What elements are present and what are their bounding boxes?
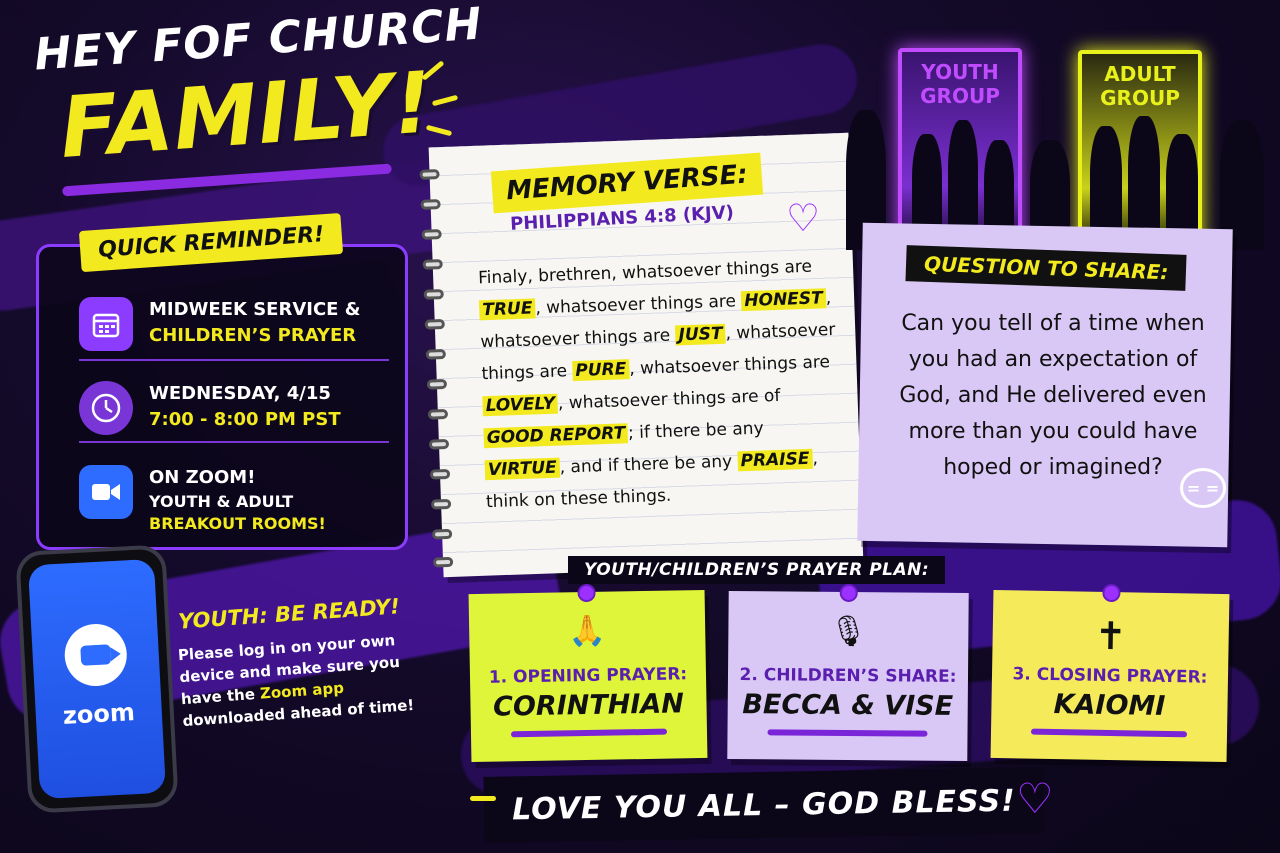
prayer-name: KAIOMI — [1053, 689, 1166, 722]
reminder-line: YOUTH & ADULT — [149, 492, 294, 511]
microphone-icon: 🎙 — [829, 613, 868, 650]
reminder-line: CHILDREN’S PRAYER — [149, 325, 357, 346]
name-underline — [510, 728, 668, 738]
clock-icon — [79, 381, 133, 435]
verse-segment: Finaly, brethren, whatsoever things are — [477, 256, 813, 289]
verse-segment: , whatsoever things are — [535, 291, 742, 319]
prayer-card-share: 🎙 2. CHILDREN’S SHARE: BECCA & VISE — [727, 583, 969, 762]
zoom-app-highlight: Zoom app — [259, 678, 345, 703]
spark-mark — [470, 796, 496, 801]
verse-highlight: JUST — [675, 323, 726, 346]
reminder-line: WEDNESDAY, 4/15 — [149, 383, 331, 404]
prayer-role: 2. CHILDREN’S SHARE: — [739, 665, 957, 687]
reminder-line: BREAKOUT ROOMS! — [149, 514, 326, 533]
youth-notice-body: Please log in on your own device and mak… — [177, 631, 415, 731]
verse-segment: , whatsoever things are — [628, 352, 831, 380]
verse-highlight: TRUE — [478, 298, 536, 321]
verse-segment: , and if there be any — [559, 451, 738, 478]
footer-text: LOVE YOU ALL – GOD BLESS! — [511, 783, 1017, 827]
prayer-card-opening: 🙏 1. OPENING PRAYER: CORINTHIAN — [468, 583, 708, 763]
praying-hands-icon: 🙏 — [568, 613, 607, 650]
prayer-name: CORINTHIAN — [492, 688, 685, 723]
phone-screen: zoom — [27, 558, 167, 800]
heart-icon: ♡ — [1016, 774, 1054, 823]
calendar-icon — [79, 297, 133, 351]
name-underline — [767, 729, 928, 737]
phone-mockup: zoom — [15, 544, 179, 814]
prayer-card-closing: ✝ 3. CLOSING PRAYER: KAIOMI — [990, 583, 1230, 763]
footer-banner: LOVE YOU ALL – GOD BLESS! — [483, 767, 1045, 843]
zoom-logo-icon — [63, 622, 129, 688]
speech-bubble-icon: = = — [1180, 468, 1226, 508]
prayer-plan-title: YOUTH/CHILDREN’S PRAYER PLAN: — [568, 556, 946, 584]
verse-highlight: PRAISE — [737, 448, 813, 472]
push-pin-icon — [1102, 583, 1121, 603]
zoom-camera-icon — [79, 465, 133, 519]
verse-highlight: VIRTUE — [484, 457, 561, 481]
reminder-line: MIDWEEK SERVICE & — [149, 299, 361, 320]
push-pin-icon — [839, 583, 858, 603]
prayer-role: 3. CLOSING PRAYER: — [1012, 664, 1208, 688]
verse-highlight: LOVELY — [482, 393, 559, 417]
verse-segment: , whatsoever things are of — [557, 385, 781, 414]
divider — [79, 441, 389, 443]
reminder-card: MIDWEEK SERVICE & CHILDREN’S PRAYER WEDN… — [36, 244, 408, 550]
verse-segment: ; if there be any — [627, 418, 764, 444]
cross-icon: ✝ — [1094, 613, 1128, 659]
reminder-line: ON ZOOM! — [149, 467, 256, 488]
prayer-role: 1. OPENING PRAYER: — [488, 664, 688, 688]
push-pin-icon — [577, 583, 596, 603]
spark-mark — [431, 94, 459, 107]
verse-highlight: GOOD REPORT — [483, 423, 629, 449]
zoom-app-name: zoom — [62, 698, 136, 730]
question-text: Can you tell of a time when you had an e… — [899, 311, 1207, 480]
verse-text: Finaly, brethren, whatsoever things are … — [478, 250, 847, 518]
name-underline — [1030, 728, 1188, 738]
divider — [79, 359, 389, 361]
verse-highlight: PURE — [572, 359, 630, 382]
prayer-name: BECCA & VISE — [742, 689, 954, 722]
reminder-line: 7:00 - 8:00 PM PST — [149, 409, 341, 430]
heart-icon: ♡ — [786, 196, 821, 240]
verse-highlight: HONEST — [741, 288, 827, 312]
